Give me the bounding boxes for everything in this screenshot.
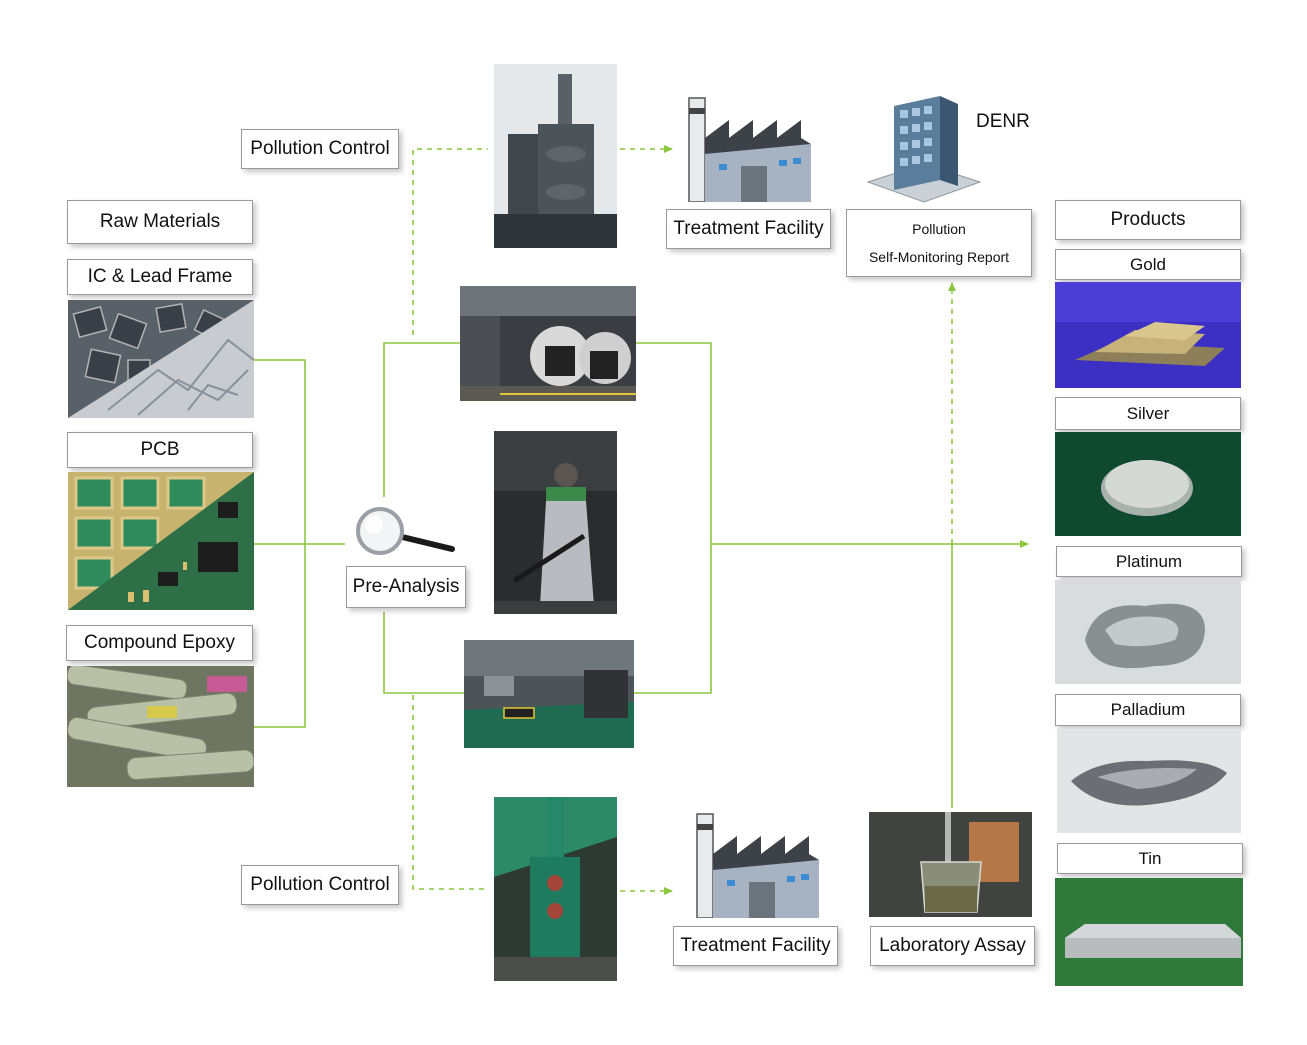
pre-analysis-label: Pre-Analysis bbox=[346, 566, 466, 608]
pollution-report-box: Pollution Self-Monitoring Report bbox=[846, 209, 1032, 277]
pcb-photo bbox=[68, 472, 254, 610]
products-header: Products bbox=[1055, 200, 1241, 240]
report-line-1: Pollution bbox=[912, 221, 966, 237]
dashed-to-top-pollution bbox=[412, 148, 488, 335]
laboratory-beaker-photo bbox=[869, 812, 1032, 917]
magnifying-glass-icon bbox=[346, 505, 458, 557]
product-palladium-label: Palladium bbox=[1055, 694, 1241, 726]
raw-material-pcb: PCB bbox=[67, 432, 253, 468]
laboratory-assay-label: Laboratory Assay bbox=[870, 926, 1035, 966]
treatment-facility-bottom-label: Treatment Facility bbox=[673, 926, 838, 966]
palladium-piece-photo bbox=[1057, 729, 1241, 833]
government-building-icon bbox=[866, 94, 982, 204]
gold-bars-photo bbox=[1055, 282, 1241, 388]
factory-floor-photo bbox=[464, 640, 634, 748]
dashed-to-bottom-pollution bbox=[412, 695, 488, 890]
scrubber-tower-photo-bottom bbox=[494, 797, 617, 981]
tin-ingot-photo bbox=[1055, 878, 1243, 986]
furnace-room-photo bbox=[460, 286, 636, 401]
product-platinum-label: Platinum bbox=[1056, 546, 1242, 577]
pollution-control-top-label: Pollution Control bbox=[241, 129, 399, 169]
preanalysis-to-top-process bbox=[383, 342, 460, 497]
treatment-facility-top-label: Treatment Facility bbox=[666, 209, 831, 249]
preanalysis-to-bottom-process bbox=[383, 612, 464, 694]
compound-epoxy-photo bbox=[67, 666, 254, 787]
product-gold-label: Gold bbox=[1055, 249, 1241, 280]
silver-coin-photo bbox=[1055, 432, 1241, 536]
raw-materials-header: Raw Materials bbox=[67, 200, 253, 244]
denr-label: DENR bbox=[976, 111, 1030, 132]
product-silver-label: Silver bbox=[1055, 397, 1241, 430]
worker-protective-suit-photo bbox=[494, 431, 617, 614]
platinum-nugget-photo bbox=[1055, 580, 1241, 684]
factory-icon-top bbox=[683, 94, 813, 202]
raw-materials-bracket bbox=[254, 359, 345, 728]
product-tin-label: Tin bbox=[1057, 843, 1243, 874]
process-to-products-connector bbox=[634, 342, 712, 694]
scrubber-tower-photo-top bbox=[494, 64, 617, 248]
ic-lead-frame-photo bbox=[68, 300, 254, 418]
raw-material-compound-epoxy: Compound Epoxy bbox=[66, 625, 253, 661]
pollution-control-bottom-label: Pollution Control bbox=[241, 865, 399, 905]
raw-material-ic-lead-frame: IC & Lead Frame bbox=[67, 259, 253, 295]
factory-icon-bottom bbox=[691, 810, 821, 918]
report-line-2: Self-Monitoring Report bbox=[868, 249, 1010, 265]
